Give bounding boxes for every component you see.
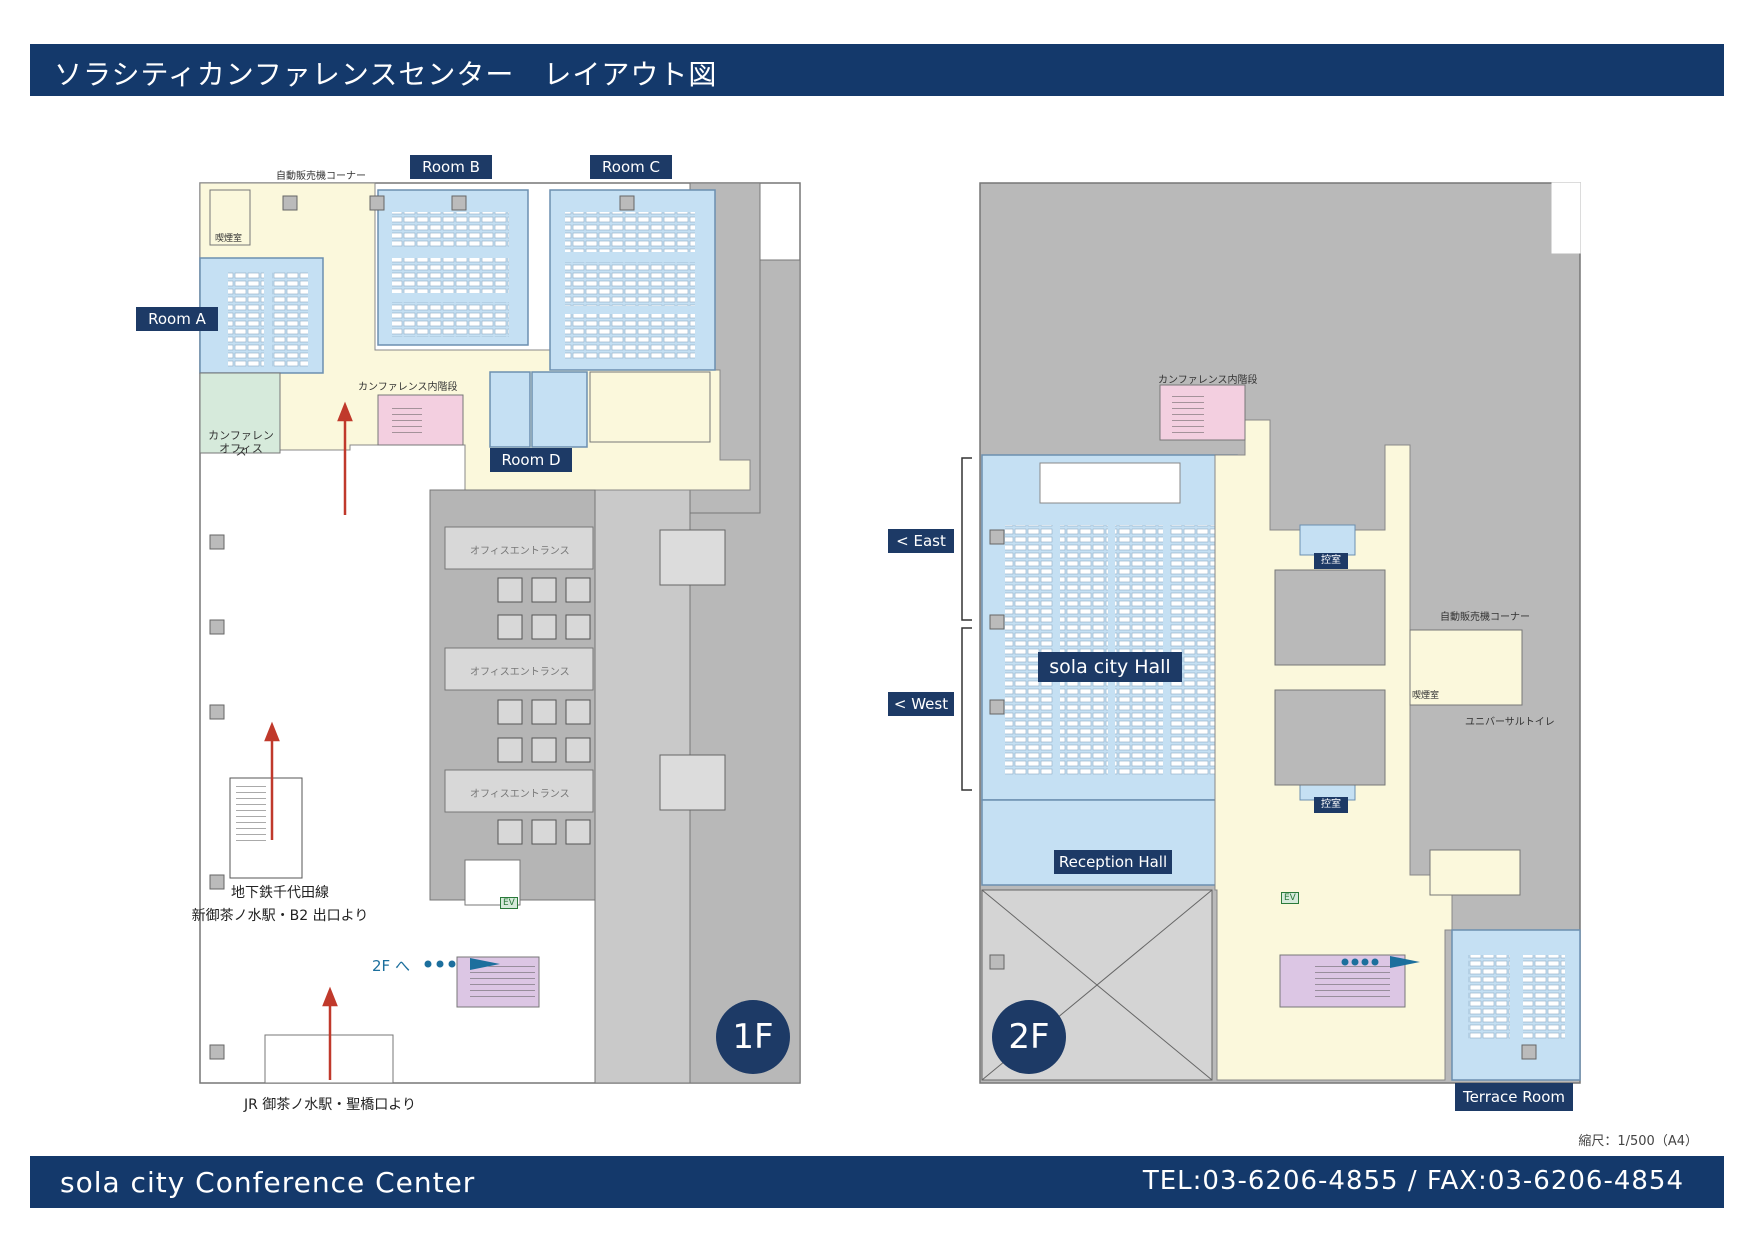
scale-note: 縮尺：1/500（A4）: [1578, 1134, 1698, 1149]
smoking-room-label-2f: 喫煙室: [1412, 691, 1440, 701]
room-b-label: Room B: [410, 155, 492, 179]
floor-1f-badge: 1F: [716, 1000, 790, 1074]
center-name: sola city Conference Center: [60, 1166, 476, 1199]
elevator-label-2f: EV: [1281, 892, 1299, 904]
contact-numbers: TEL:03-6206-4855 / FAX:03-6206-4854: [1142, 1166, 1684, 1196]
conference-office-label-2: オフィス: [219, 442, 263, 455]
vending-corner-label: 自動販売機コーナー: [276, 171, 366, 182]
subway-line-label: 地下鉄千代田線: [231, 885, 329, 901]
vending-corner-label-2f: 自動販売機コーナー: [1440, 612, 1530, 623]
subway-exit-label: 新御茶ノ水駅・B2 出口より: [191, 908, 369, 924]
jr-station-label: JR 御茶ノ水駅・聖橋口より: [243, 1097, 417, 1113]
room-c-label: Room C: [590, 155, 672, 179]
floor-1-plan: [199, 182, 801, 1084]
conference-office-label-1: カンファレンス: [208, 429, 274, 458]
conference-stairs-label: カンファレンス内階段: [358, 382, 458, 393]
waiting-room-2-label: 控室: [1314, 797, 1348, 813]
room-a-label: Room A: [136, 307, 218, 331]
floor-2f-badge: 2F: [992, 1000, 1066, 1074]
floor-2-plan: [961, 182, 1581, 1084]
terrace-room-label: Terrace Room: [1455, 1083, 1573, 1111]
page-title: ソラシティカンファレンスセンター レイアウト図: [54, 58, 718, 91]
reception-hall-label: Reception Hall: [1054, 850, 1172, 874]
smoking-room-label: 喫煙室: [215, 234, 243, 244]
office-entrance-label-3: オフィスエントランス: [470, 789, 570, 800]
universal-toilet-label: ユニバーサルトイレ: [1465, 717, 1555, 728]
elevator-label: EV: [500, 897, 518, 909]
sola-city-hall-label: sola city Hall: [1038, 652, 1182, 682]
office-entrance-label-2: オフィスエントランス: [470, 667, 570, 678]
west-label: < West >: [888, 692, 954, 737]
header-banner: ソラシティカンファレンスセンター レイアウト図: [30, 44, 1724, 96]
footer-banner: sola city Conference Center TEL:03-6206-…: [30, 1156, 1724, 1208]
waiting-room-1-label: 控室: [1314, 553, 1348, 569]
east-label: < East >: [888, 529, 954, 574]
office-entrance-label-1: オフィスエントランス: [470, 546, 570, 557]
room-d-label: Room D: [490, 448, 572, 472]
to-2f-label: 2F へ: [372, 957, 410, 975]
conference-stairs-label-2f: カンファレンス内階段: [1158, 375, 1258, 386]
